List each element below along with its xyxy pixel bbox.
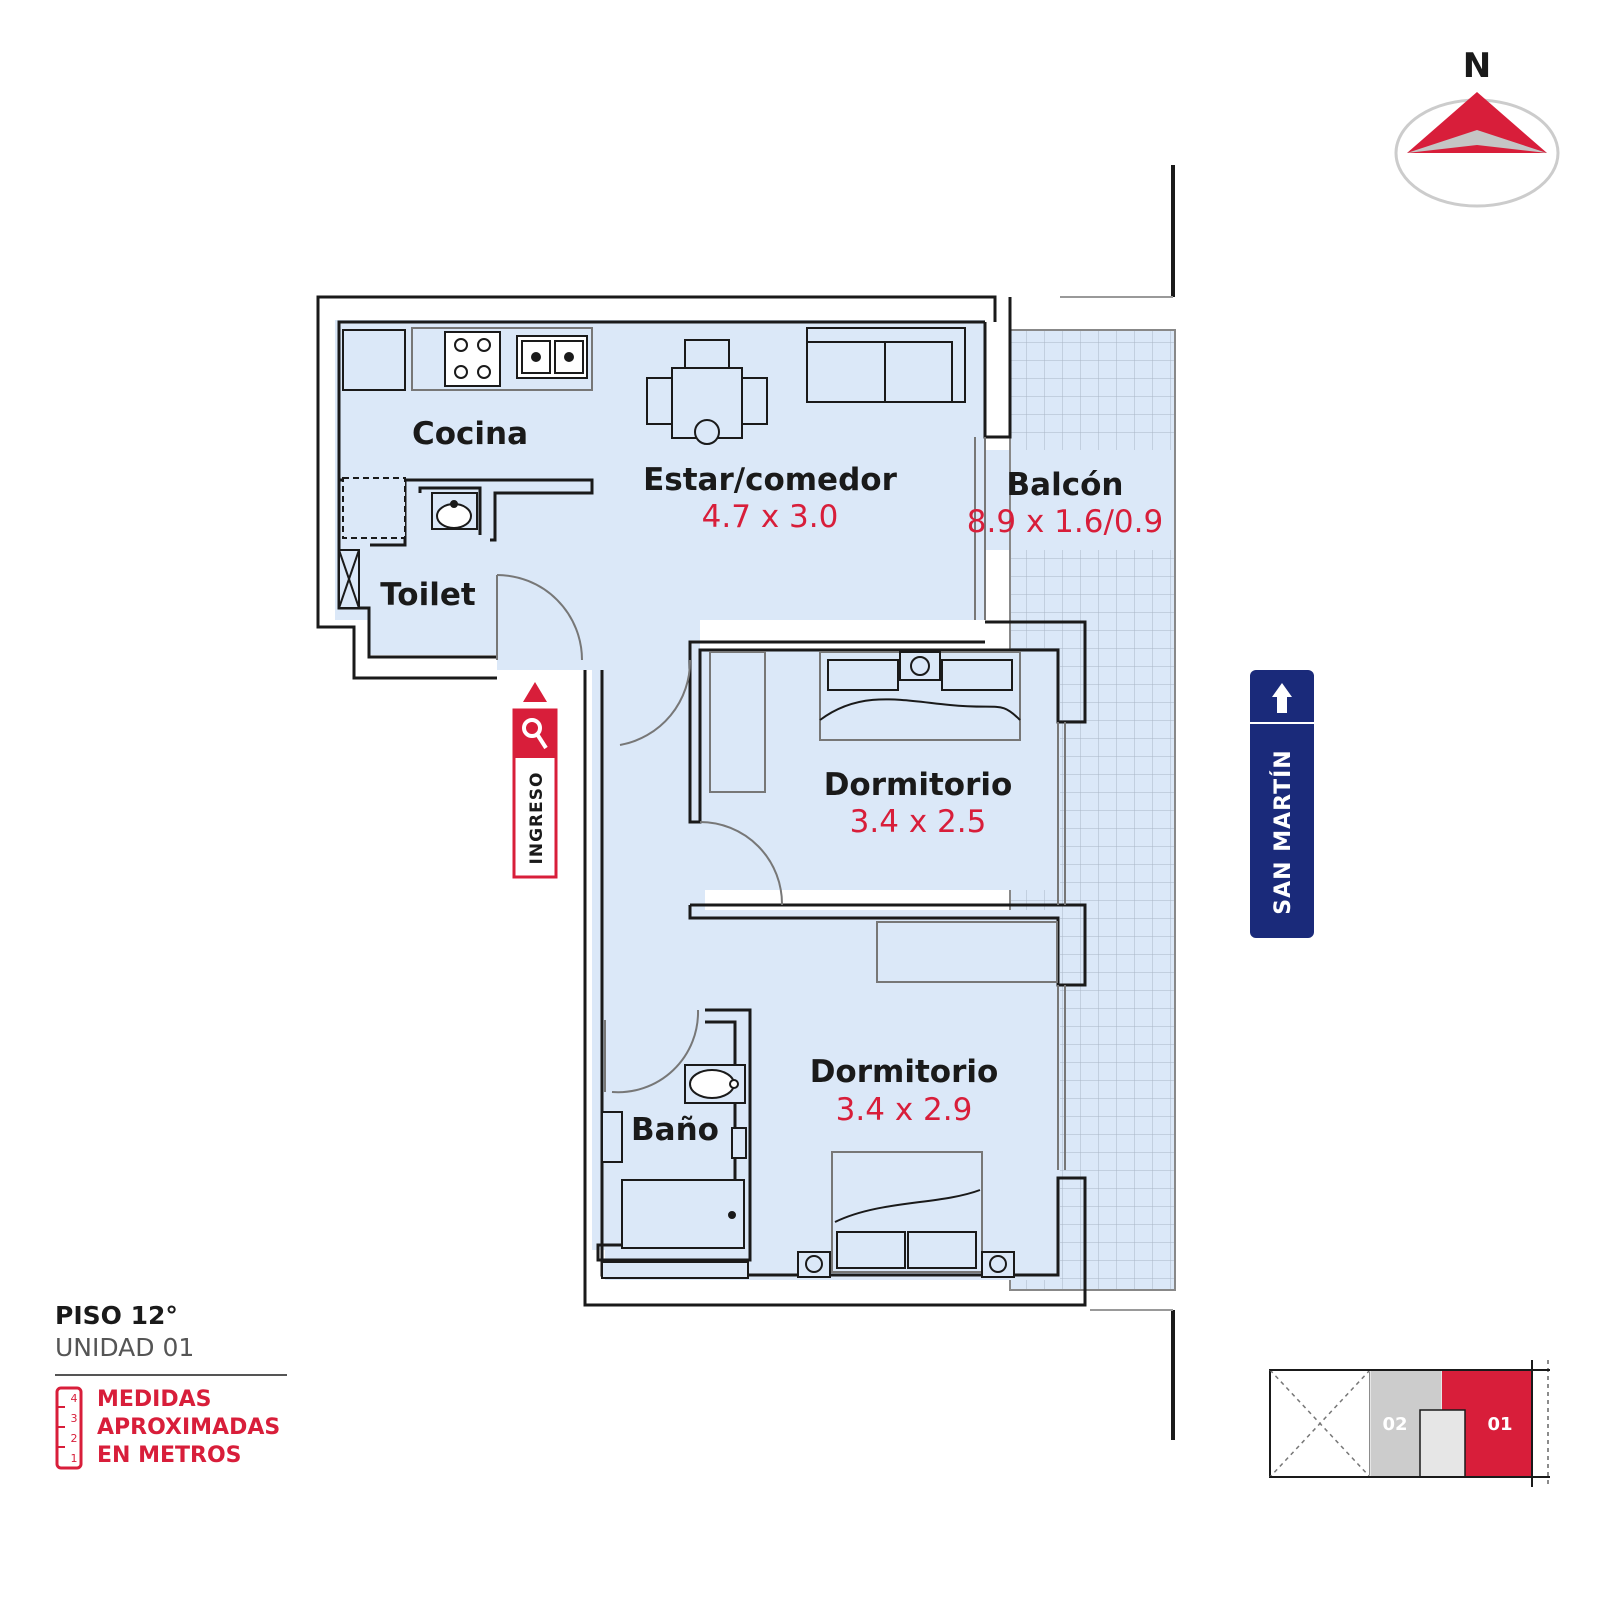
key-plan: 02 01: [1269, 1360, 1550, 1487]
divider: [55, 1374, 287, 1376]
compass-arrow-icon: [1407, 92, 1547, 153]
entrance-arrow-icon: [523, 682, 547, 702]
doors: [496, 574, 784, 1094]
living-furniture: [646, 327, 966, 445]
room-label-balcon: Balcón: [1007, 467, 1124, 503]
kitchen-fixtures: [338, 327, 593, 609]
measure-line-1: MEDIDAS: [97, 1387, 212, 1412]
compass: N: [1394, 46, 1560, 208]
room-dims-dormitorio-2: 3.4 x 2.9: [836, 1092, 973, 1128]
unit-label: UNIDAD 01: [55, 1333, 195, 1362]
room-label-estar: Estar/comedor: [643, 462, 897, 498]
key-plan-unit-02: 02: [1382, 1414, 1407, 1435]
room-label-toilet: Toilet: [380, 577, 476, 613]
entrance-label: INGRESO: [527, 772, 547, 865]
windows: [974, 437, 1066, 1170]
ruler-tick-4: 4: [71, 1392, 78, 1405]
room-label-cocina: Cocina: [412, 416, 528, 452]
arrow-up-icon: [1272, 683, 1292, 697]
room-label-dormitorio-2: Dormitorio: [810, 1054, 999, 1090]
room-dims-estar: 4.7 x 3.0: [702, 499, 839, 535]
measure-line-2: APROXIMADAS: [97, 1415, 281, 1440]
room-dims-dormitorio-1: 3.4 x 2.5: [850, 804, 987, 840]
street-label: SAN MARTÍN: [1270, 749, 1296, 914]
measure-line-3: EN METROS: [97, 1443, 242, 1468]
toilet-fixtures: [431, 492, 478, 530]
compass-north-label: N: [1463, 46, 1491, 86]
unit-info: PISO 12° UNIDAD 01 4 3 2 1 MEDIDAS APROX…: [55, 1300, 295, 1470]
measure-note: 4 3 2 1 MEDIDAS APROXIMADAS EN METROS: [55, 1386, 295, 1470]
key-plan-unit-01: 01: [1487, 1414, 1512, 1435]
entrance-marker: INGRESO: [512, 682, 558, 879]
ruler-tick-3: 3: [71, 1412, 78, 1425]
room-label-bano: Baño: [631, 1112, 719, 1148]
street-badge: SAN MARTÍN: [1250, 670, 1314, 938]
bathroom-fixtures: [601, 1064, 749, 1279]
floor-label: PISO 12°: [55, 1301, 178, 1330]
room-label-dormitorio-1: Dormitorio: [824, 767, 1013, 803]
room-dims-balcon: 8.9 x 1.6/0.9: [967, 504, 1163, 540]
ruler-tick-2: 2: [71, 1432, 78, 1445]
bedroom-1-furniture: [709, 651, 1021, 793]
bedroom-2-furniture: [797, 921, 1058, 1278]
ruler-icon: 4 3 2 1: [55, 1386, 83, 1470]
ruler-tick-1: 1: [71, 1452, 78, 1465]
